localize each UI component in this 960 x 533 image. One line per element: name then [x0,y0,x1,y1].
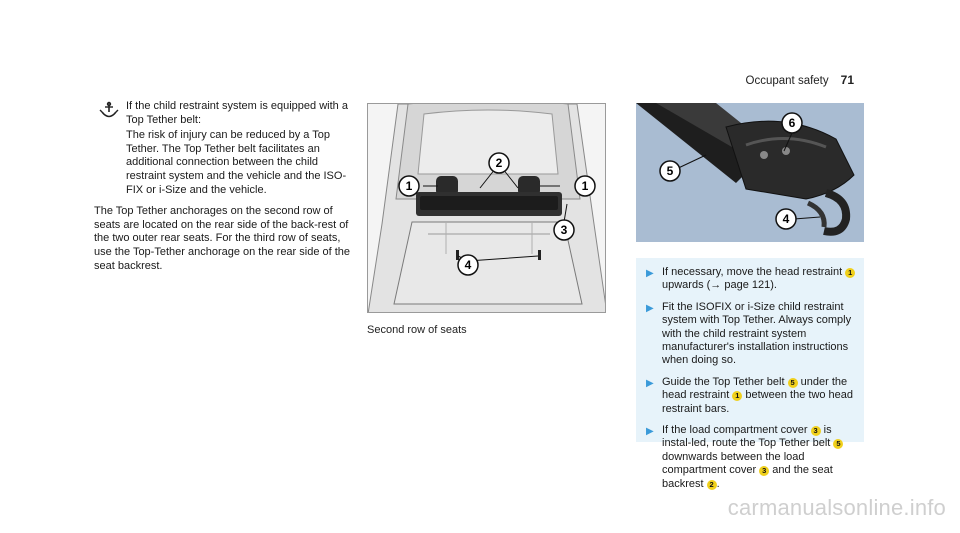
second-row-photo: 1 2 1 3 4 [367,103,606,313]
anchorage-paragraph: The Top Tether anchorages on the second … [94,205,351,272]
callout-2: 2 [496,156,503,170]
ref-badge: 1 [845,268,856,278]
page-header: Occupant safety 71 [746,73,854,87]
ref-badge: 1 [732,391,743,402]
step-arrow-icon: ▶ [646,268,654,279]
ref-badge: 3 [759,466,770,477]
watermark: carmanualsonline.info [727,495,946,520]
strap-callout-5: 5 [667,164,674,178]
step-4: ▶ If the load compartment cover 3 is ins… [643,424,858,491]
top-tether-strap-photo: 6 5 4 [636,103,864,242]
tether-body: The risk of injury can be reduced by a T… [126,129,347,196]
callout-1-right: 1 [582,179,589,193]
ref-badge: 2 [706,479,717,490]
step-3: ▶ Guide the Top Tether belt 5 under the … [646,375,854,415]
page-number: 71 [840,73,854,87]
strap-callout-6: 6 [789,116,796,130]
strap-illustration: 6 5 4 [636,103,864,242]
ref-badge: 3 [810,426,821,437]
photo-caption: Second row of seats [367,324,467,336]
step-2: ▶ Fit the ISOFIX or i-Size child restrai… [646,300,852,367]
left-column: If the child restraint system is equippe… [94,100,352,273]
section-title: Occupant safety [745,75,829,87]
callout-4: 4 [465,258,472,272]
ref-badge: 5 [833,439,844,450]
callout-1-left: 1 [406,179,413,193]
strap-callout-4: 4 [783,212,790,226]
callout-3: 3 [561,223,568,237]
ref-badge: 5 [787,377,798,388]
instruction-steps: ▶ If necessary, move the head restraint … [636,258,864,490]
step-arrow-icon: ▶ [646,302,654,314]
top-tether-icon [99,101,119,118]
trunk-illustration: 1 2 1 3 4 [368,104,605,312]
step-arrow-icon: ▶ [646,426,654,438]
tether-intro: If the child restraint system is equippe… [126,100,348,126]
tether-note: If the child restraint system is equippe… [94,100,352,199]
step-1: ▶ If necessary, move the head restraint … [643,266,858,293]
step-arrow-icon: ▶ [646,377,654,389]
